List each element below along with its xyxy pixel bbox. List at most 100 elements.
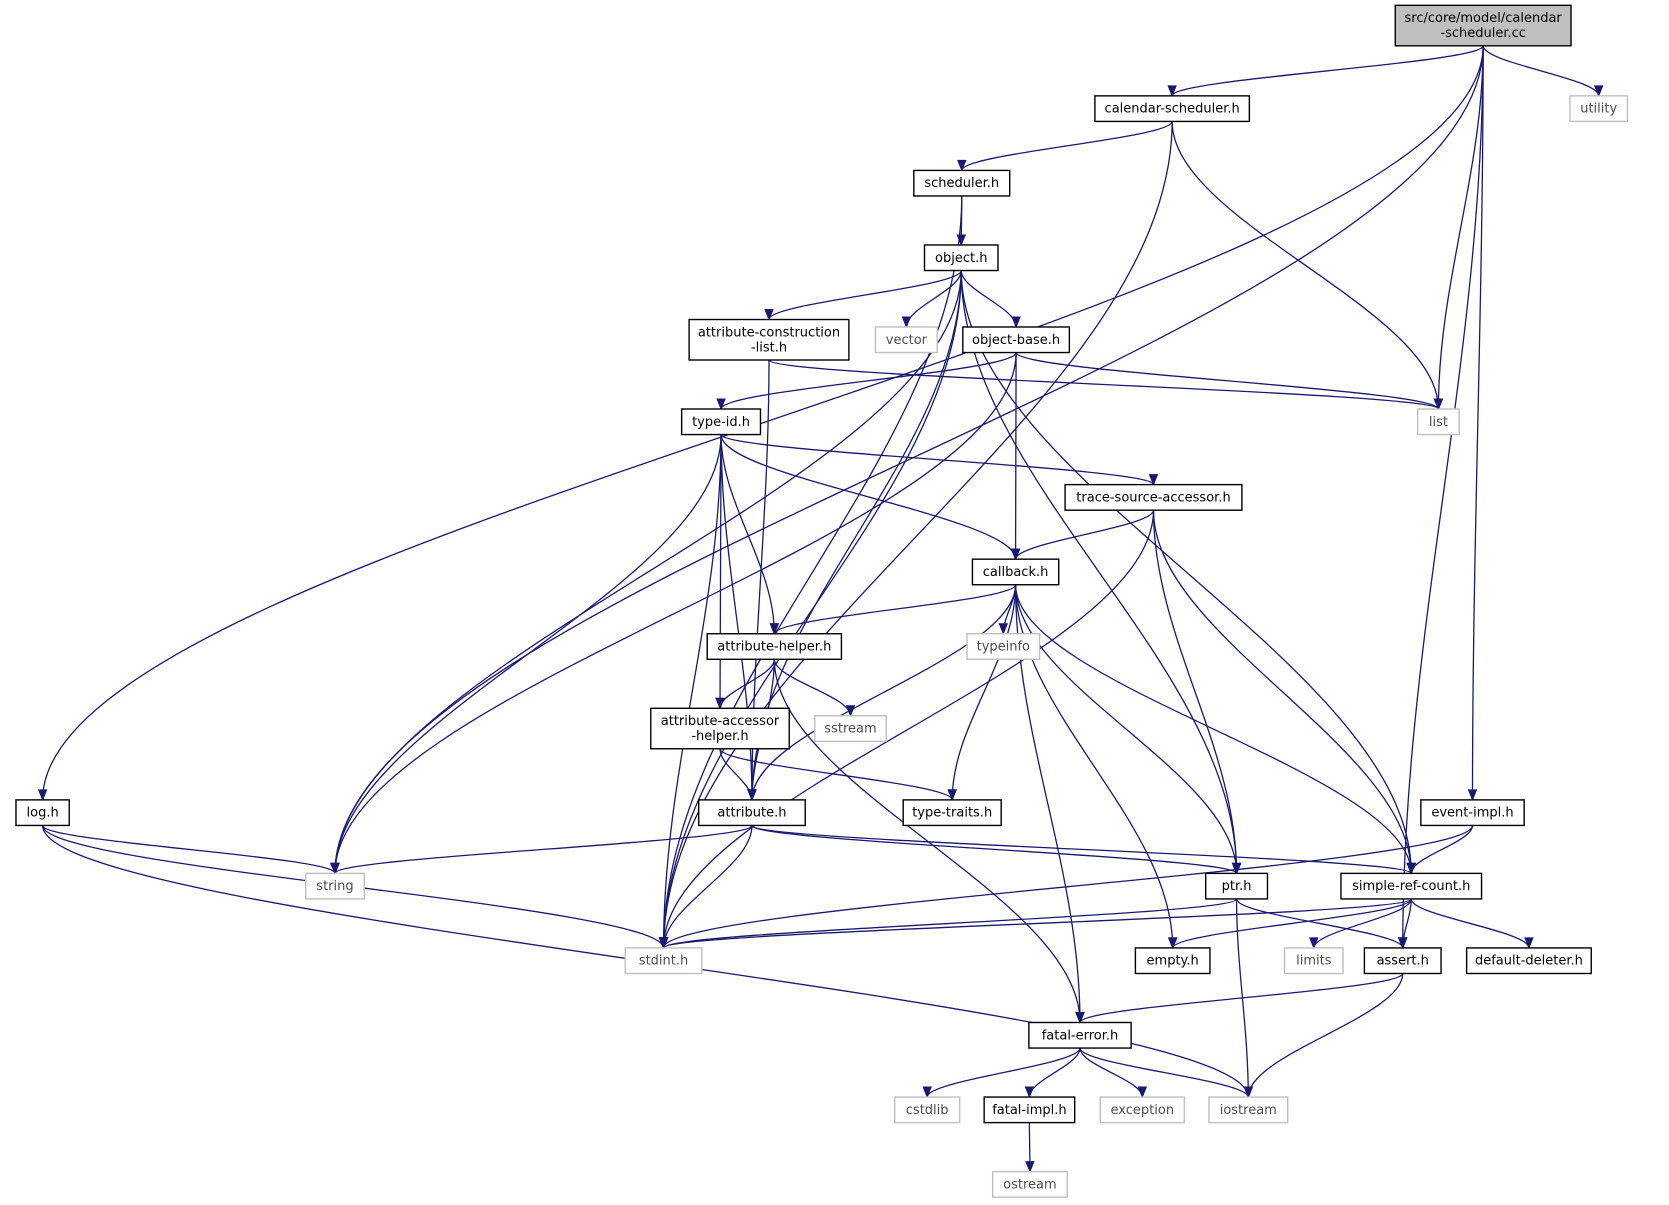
edge-callback-h-to-attribute-helper-h [773,584,1017,635]
node-box-string [304,872,365,900]
node-label-exception-line-0: exception [1111,1103,1175,1118]
node-label-object-base-h-line-0: object-base.h [972,333,1060,348]
node-label-string-line-0: string [316,879,353,894]
node-attribute-accessor-helper-h[interactable]: attribute-accessor-helper.h [650,707,790,750]
node-label-sstream-line-0: sstream [824,722,876,737]
node-type-traits-h[interactable]: type-traits.h [902,799,1002,827]
edge-assert-h-to-iostream [1247,973,1404,1098]
arrowhead-object-h-to-object-base-h [1011,316,1021,329]
node-assert-h[interactable]: assert.h [1363,947,1442,975]
node-label-typeinfo-line-0: typeinfo [977,640,1030,655]
node-box-root [1394,4,1572,47]
edge-object-h-to-string [334,270,962,874]
edge-root-to-utility [1482,45,1600,97]
node-box-log-h [15,799,70,827]
edge-event-impl-h-to-stdint-h [662,825,1474,949]
edge-attribute-accessor-helper-h-to-attribute-h [719,748,753,800]
node-label-root-line-1: -scheduler.cc [1440,26,1526,41]
node-attribute-construction-list-h[interactable]: attribute-construction-list.h [688,318,850,361]
edge-type-id-h-to-attribute-accessor-helper-h [719,434,722,709]
node-cstdlib: cstdlib [893,1096,961,1124]
node-box-attribute-helper-h [706,633,843,660]
node-label-fatal-impl-h-line-0: fatal-impl.h [992,1103,1066,1118]
node-box-attribute-accessor-helper-h [650,707,790,750]
edge-fatal-error-h-to-cstdlib [926,1047,1081,1098]
node-label-attribute-construction-list-h-line-0: attribute-construction [698,325,840,340]
node-iostream: iostream [1208,1096,1289,1124]
edge-calendar-scheduler-h-to-stdint-h [662,121,1173,948]
edge-simple-ref-count-h-to-stdint-h [662,898,1412,949]
node-simple-ref-count-h[interactable]: simple-ref-count.h [1340,872,1483,900]
node-object-base-h[interactable]: object-base.h [962,326,1071,354]
node-object-h[interactable]: object.h [923,244,999,272]
edge-attribute-accessor-helper-h-to-type-traits-h [719,748,953,801]
node-log-h[interactable]: log.h [15,799,70,827]
node-calendar-scheduler-h[interactable]: calendar-scheduler.h [1094,95,1251,123]
arrowhead-attribute-accessor-helper-h-to-type-traits-h [947,789,957,802]
node-label-object-h-line-0: object.h [935,251,987,266]
node-box-trace-source-accessor-h [1064,483,1243,511]
node-box-calendar-scheduler-h [1094,95,1251,123]
edge-type-id-h-to-attribute-helper-h [720,434,775,634]
node-label-trace-source-accessor-h-line-0: trace-source-accessor.h [1076,490,1230,505]
edge-root-to-list [1437,45,1484,409]
edge-callback-h-to-type-traits-h [951,584,1017,800]
node-box-attribute-construction-list-h [688,318,850,361]
node-box-fatal-impl-h [983,1096,1076,1124]
node-scheduler-h[interactable]: scheduler.h [913,169,1011,197]
node-box-sstream [814,715,887,743]
arrowhead-fatal-impl-h-to-ostream [1025,1161,1035,1173]
node-label-vector-line-0: vector [886,333,928,348]
arrowhead-attribute-accessor-helper-h-to-attribute-h [747,789,757,802]
node-box-ostream [991,1170,1068,1198]
node-box-assert-h [1363,947,1442,975]
node-box-object-h [923,244,999,272]
node-empty-h[interactable]: empty.h [1134,947,1211,975]
node-event-impl-h[interactable]: event-impl.h [1420,799,1525,827]
edge-attribute-construction-list-h-to-list [768,359,1440,410]
node-label-root-line-0: src/core/model/calendar [1404,11,1562,26]
node-box-type-id-h [680,408,762,436]
edge-callback-h-to-attribute-h [751,584,1017,800]
node-box-type-traits-h [902,799,1002,827]
node-label-assert-h-line-0: assert.h [1377,954,1429,969]
arrowhead-simple-ref-count-h-to-stdint-h [658,937,669,950]
node-attribute-h[interactable]: attribute.h [698,799,806,827]
arrowhead-simple-ref-count-h-to-default-deleter-h [1524,937,1534,950]
node-box-cstdlib [893,1096,961,1124]
node-label-callback-h-line-0: callback.h [983,565,1049,580]
node-trace-source-accessor-h[interactable]: trace-source-accessor.h [1064,483,1243,511]
node-label-attribute-accessor-helper-h-line-0: attribute-accessor [661,714,780,729]
node-label-ostream-line-0: ostream [1003,1177,1057,1192]
edge-object-h-to-attribute-construction-list-h [768,270,962,320]
node-callback-h[interactable]: callback.h [971,558,1060,586]
edge-object-base-h-to-list [1015,351,1440,410]
edge-object-base-h-to-string [334,352,1017,874]
edge-object-h-to-ptr-h [960,270,1238,874]
node-fatal-error-h[interactable]: fatal-error.h [1028,1021,1132,1049]
arrowhead-trace-source-accessor-h-to-callback-h [1010,548,1021,561]
edge-trace-source-accessor-h-to-callback-h [1014,509,1155,560]
node-box-simple-ref-count-h [1340,872,1483,900]
edge-simple-ref-count-h-to-limits [1313,898,1412,949]
arrowhead-object-base-h-to-type-id-h [716,398,726,411]
node-root[interactable]: src/core/model/calendar-scheduler.cc [1394,4,1572,47]
node-type-id-h[interactable]: type-id.h [680,408,762,436]
node-label-attribute-accessor-helper-h-line-1: -helper.h [691,729,748,744]
node-attribute-helper-h[interactable]: attribute-helper.h [706,633,843,660]
node-string: string [304,872,365,900]
node-box-callback-h [971,558,1060,586]
edges-layer [37,45,1604,1173]
edge-callback-h-to-ptr-h [1014,584,1238,874]
arrowhead-attribute-helper-h-to-sstream [845,705,856,718]
node-label-default-deleter-h-line-0: default-deleter.h [1475,954,1583,969]
node-typeinfo: typeinfo [966,633,1041,660]
node-fatal-impl-h[interactable]: fatal-impl.h [983,1096,1076,1124]
node-stdint-h: stdint.h [624,947,703,975]
edge-root-to-string [334,45,1484,874]
node-default-deleter-h[interactable]: default-deleter.h [1465,947,1592,975]
arrowhead-object-h-to-vector [901,316,912,329]
edge-calendar-scheduler-h-to-list [1171,121,1440,409]
node-ptr-h[interactable]: ptr.h [1204,872,1269,900]
